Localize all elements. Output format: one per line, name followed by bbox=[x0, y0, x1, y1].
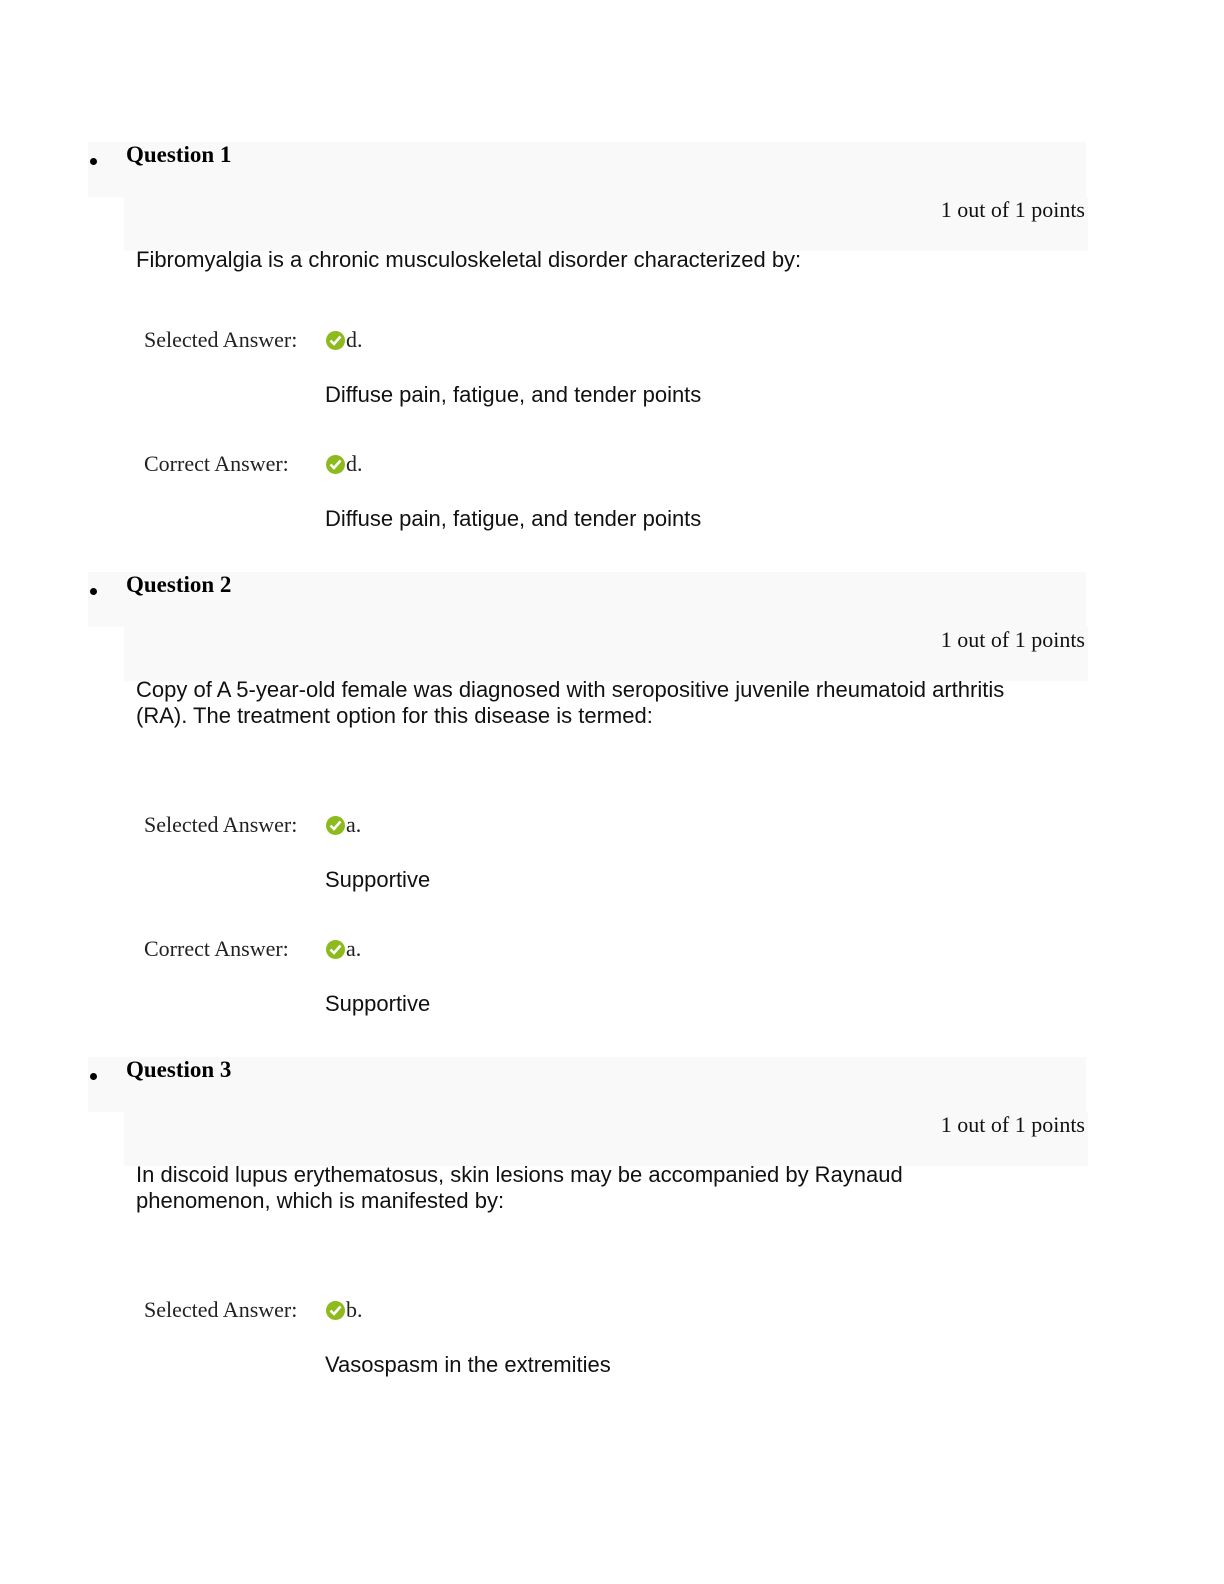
question-header bbox=[88, 142, 1086, 197]
correct-answer-letter: a. bbox=[346, 936, 362, 961]
points-score: 1 out of 1 points bbox=[940, 627, 1085, 652]
points-score: 1 out of 1 points bbox=[940, 1112, 1085, 1137]
points-header bbox=[124, 197, 1088, 251]
check-icon bbox=[326, 815, 345, 835]
points-header bbox=[124, 1112, 1088, 1166]
correct-answer-label: Correct Answer: bbox=[144, 451, 289, 476]
correct-answer-text: Supportive bbox=[325, 991, 431, 1016]
bullet-icon bbox=[90, 158, 97, 165]
check-icon bbox=[326, 454, 345, 474]
selected-answer-letter: b. bbox=[346, 1297, 363, 1322]
bullet-icon bbox=[90, 588, 97, 595]
points-score: 1 out of 1 points bbox=[940, 197, 1085, 222]
bullet-icon bbox=[90, 1073, 97, 1080]
check-icon bbox=[326, 1300, 345, 1320]
correct-answer-text: Diffuse pain, fatigue, and tender points bbox=[325, 506, 702, 531]
correct-answer-letter: d. bbox=[346, 451, 363, 476]
check-icon bbox=[326, 939, 345, 959]
question-title: Question 1 bbox=[126, 142, 232, 167]
question-text: Fibromyalgia is a chronic musculoskeleta… bbox=[136, 247, 802, 272]
selected-answer-letter: a. bbox=[346, 812, 362, 837]
selected-answer-text: Diffuse pain, fatigue, and tender points bbox=[325, 382, 702, 407]
correct-answer-label: Correct Answer: bbox=[144, 936, 289, 961]
selected-answer-label: Selected Answer: bbox=[144, 327, 298, 352]
points-header bbox=[124, 627, 1088, 681]
selected-answer-text: Supportive bbox=[325, 867, 431, 892]
question-title: Question 2 bbox=[126, 572, 232, 597]
question-title: Question 3 bbox=[126, 1057, 232, 1082]
question-header bbox=[88, 572, 1086, 627]
selected-answer-text: Vasospasm in the extremities bbox=[325, 1352, 611, 1377]
question-text: In discoid lupus erythematosus, skin les… bbox=[136, 1162, 903, 1213]
selected-answer-letter: d. bbox=[346, 327, 363, 352]
selected-answer-label: Selected Answer: bbox=[144, 1297, 298, 1322]
question-header bbox=[88, 1057, 1086, 1112]
selected-answer-label: Selected Answer: bbox=[144, 812, 298, 837]
check-icon bbox=[326, 330, 345, 350]
question-text: Copy of A 5-year-old female was diagnose… bbox=[136, 677, 1005, 728]
